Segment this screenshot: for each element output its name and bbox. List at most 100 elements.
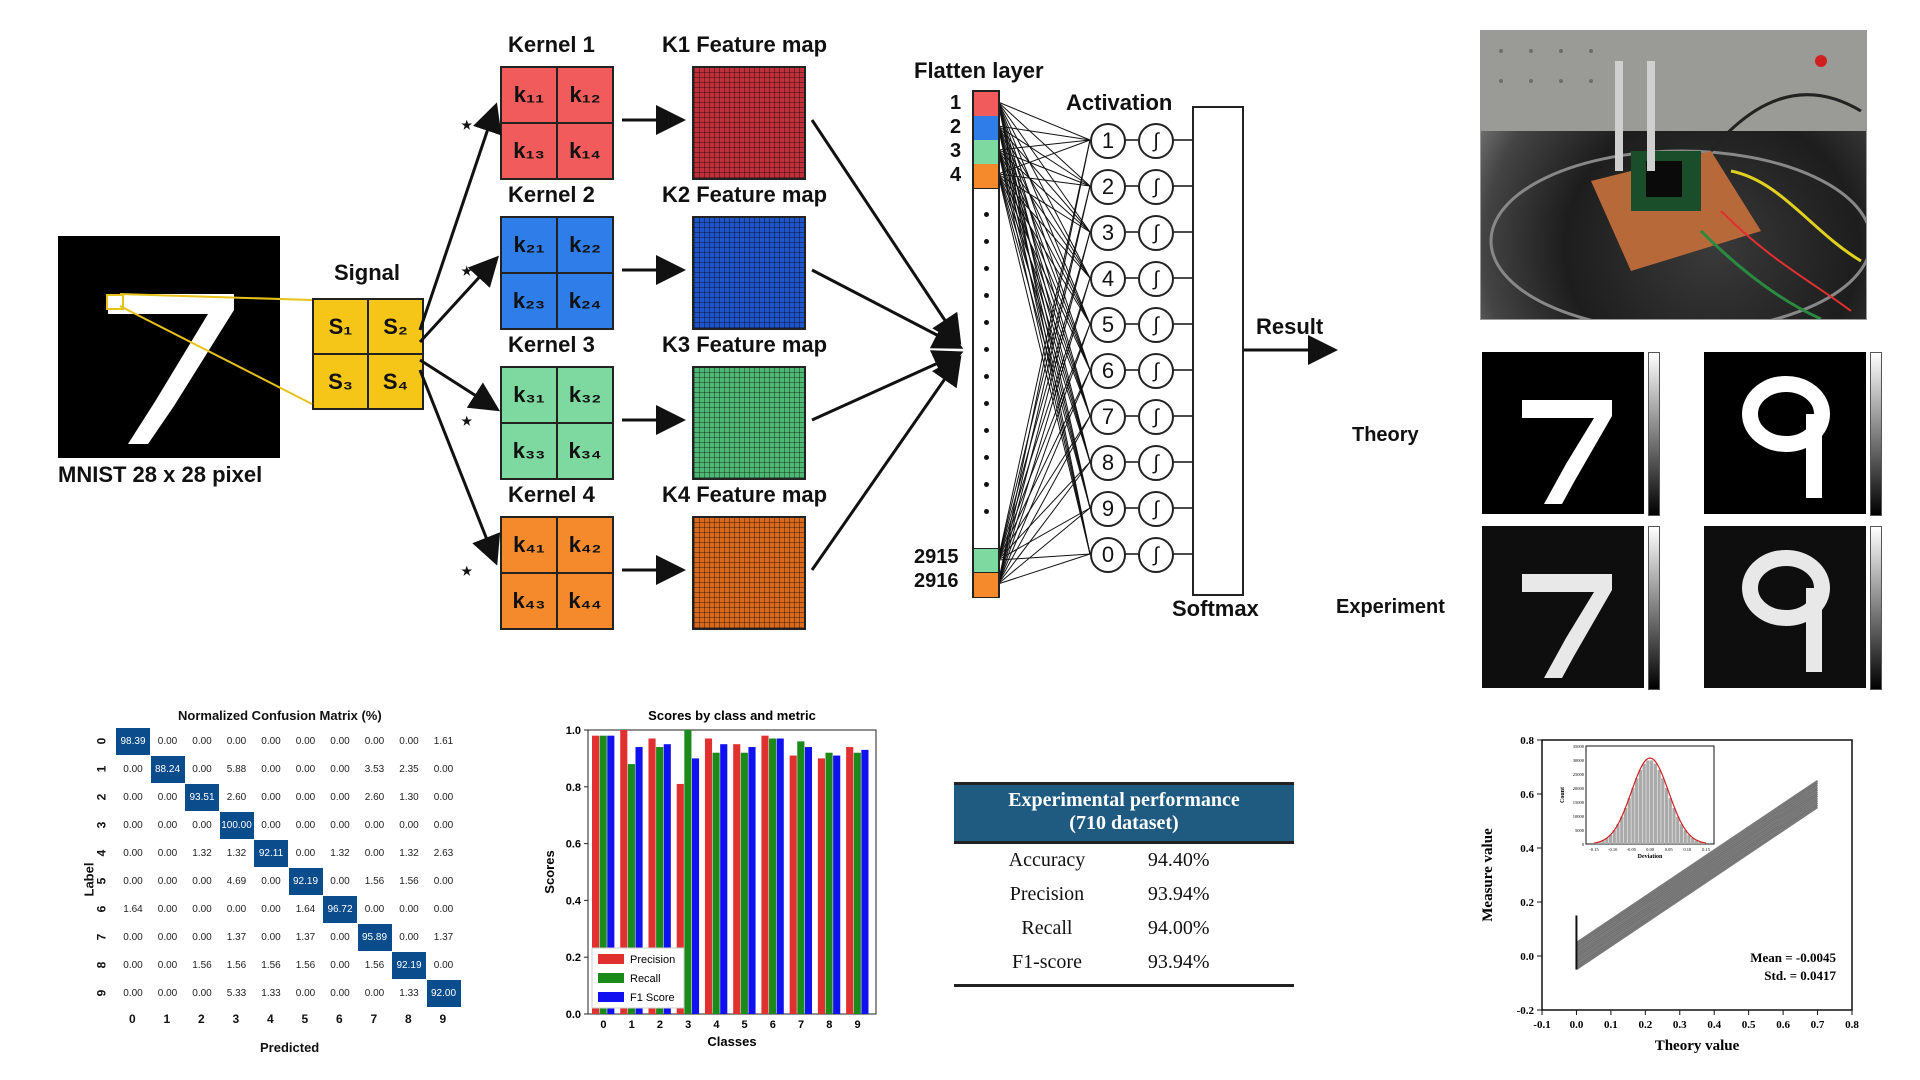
- bar-f1-score: [663, 744, 671, 1014]
- bar-precision: [733, 744, 741, 1014]
- confusion-cell: 0.00: [123, 792, 143, 803]
- y-tick-label: 0.2: [1520, 897, 1534, 909]
- inset-y-tick-label: 15000: [1573, 800, 1585, 805]
- fc-connection: [997, 125, 1091, 187]
- confusion-cell: 0.00: [261, 904, 281, 915]
- bar-f1-score: [861, 749, 869, 1014]
- kernel-cell: k₄₂: [558, 518, 612, 572]
- activation-node: 8: [1090, 445, 1126, 481]
- activation-title: Activation: [1066, 90, 1173, 115]
- colorbar: [1648, 526, 1660, 690]
- x-tick-label: 6: [770, 1019, 776, 1031]
- fc-connection: [997, 101, 1091, 279]
- feature-map: [692, 216, 806, 330]
- confusion-cell: 0.00: [123, 960, 143, 971]
- fc-connection: [997, 101, 1091, 233]
- activation-function: ∫: [1138, 169, 1174, 205]
- x-tick-label: 0.8: [1845, 1019, 1859, 1031]
- y-tick-label: -0.2: [1517, 1005, 1535, 1017]
- bar-chart-title: Scores by class and metric: [648, 708, 816, 723]
- confusion-cell: 0.00: [399, 820, 419, 831]
- confusion-col-label: 9: [439, 1012, 447, 1026]
- flatten-cell: [974, 92, 998, 117]
- scatter-point-band: [1575, 784, 1819, 949]
- kernel-cell: k₃₄: [558, 424, 612, 478]
- flatten-index-label: 1: [950, 92, 962, 114]
- bar-precision: [789, 755, 797, 1014]
- flatten-dot: [984, 320, 989, 325]
- fc-connection: [997, 125, 1091, 509]
- inset-bar: [1668, 798, 1672, 844]
- x-tick-label: -0.1: [1533, 1019, 1550, 1031]
- inset-y-tick-label: 10000: [1573, 814, 1585, 819]
- scatter-ylabel: Measure value: [1480, 828, 1496, 922]
- y-tick-label: 0.4: [566, 895, 582, 907]
- kernel-cell: k₂₄: [558, 274, 612, 328]
- feature-map: [692, 366, 806, 480]
- scatter-point-band: [1575, 797, 1819, 962]
- performance-metric: F1-score: [1011, 951, 1082, 973]
- x-tick-label: 0.5: [1742, 1019, 1756, 1031]
- x-tick-label: 2: [657, 1019, 663, 1031]
- experiment-digit-9: [1704, 526, 1866, 688]
- confusion-cell: 1.33: [399, 988, 419, 999]
- kernel-cell: k₁₁: [502, 68, 556, 122]
- signal-selection-box: [106, 294, 124, 310]
- confusion-cell: 0.00: [399, 736, 419, 747]
- confusion-cell: 0.00: [433, 820, 454, 831]
- inset-bar: [1601, 840, 1605, 844]
- confusion-col-label: 7: [370, 1012, 378, 1026]
- legend-label: Precision: [630, 954, 675, 966]
- experiment-label: Experiment: [1336, 596, 1445, 618]
- x-tick-label: 4: [713, 1019, 720, 1031]
- feature-map-title: K2 Feature map: [662, 182, 828, 207]
- confusion-cell: 0.00: [192, 988, 212, 999]
- bar-recall: [599, 735, 607, 1014]
- performance-table: Experimental performance (710 dataset) A…: [954, 782, 1294, 987]
- fc-connection: [997, 149, 1091, 555]
- bar-chart-ylabel: Scores: [542, 850, 557, 893]
- confusion-cell: 0.00: [433, 764, 454, 775]
- confusion-col-label: 8: [405, 1012, 412, 1026]
- confusion-cell: 0.00: [261, 764, 281, 775]
- inset-bar: [1691, 838, 1695, 844]
- bar-recall: [797, 741, 805, 1014]
- flatten-dot: [984, 482, 989, 487]
- y-tick-label: 0.2: [566, 952, 581, 964]
- scatter-point-band: [1575, 795, 1819, 960]
- confusion-cell: 1.64: [123, 904, 143, 915]
- fc-connection: [997, 125, 1091, 233]
- theory-label: Theory: [1352, 424, 1419, 446]
- inset-bar: [1657, 769, 1661, 844]
- y-tick-label: 0.8: [1520, 735, 1534, 747]
- kernel-title: Kernel 3: [508, 332, 595, 357]
- signal-cell: S₄: [369, 355, 422, 408]
- confusion-title: Normalized Confusion Matrix (%): [178, 708, 382, 723]
- confusion-cell: 1.56: [364, 876, 385, 887]
- bar-precision: [620, 730, 628, 1014]
- x-tick-label: 7: [798, 1019, 804, 1031]
- confusion-cell: 0.00: [123, 988, 143, 999]
- flatten-cell: [974, 548, 998, 573]
- bar-precision: [704, 738, 713, 1014]
- flatten-dot: [984, 401, 989, 406]
- inset-bar: [1702, 842, 1706, 844]
- y-tick-label: 1.0: [566, 725, 581, 737]
- flatten-dot: [984, 347, 989, 352]
- x-tick-label: 0.7: [1811, 1019, 1825, 1031]
- scatter-point-band: [1575, 801, 1819, 966]
- flatten-index-label: 4: [950, 164, 962, 186]
- inset-bar: [1650, 760, 1654, 844]
- confusion-cell: 0.00: [192, 764, 212, 775]
- convolution-symbol: ⋆: [458, 555, 476, 586]
- fc-connection: [997, 125, 1091, 325]
- inset-y-tick-label: 5000: [1575, 828, 1585, 833]
- confusion-cell: 0.00: [192, 932, 212, 943]
- fc-connection: [997, 507, 1091, 585]
- kernel-title: Kernel 1: [508, 32, 595, 57]
- confusion-cell: 0.00: [226, 904, 247, 915]
- y-tick-label: 0.8: [566, 782, 581, 794]
- bar-f1-score: [776, 738, 784, 1014]
- performance-metric: Accuracy: [1008, 849, 1086, 871]
